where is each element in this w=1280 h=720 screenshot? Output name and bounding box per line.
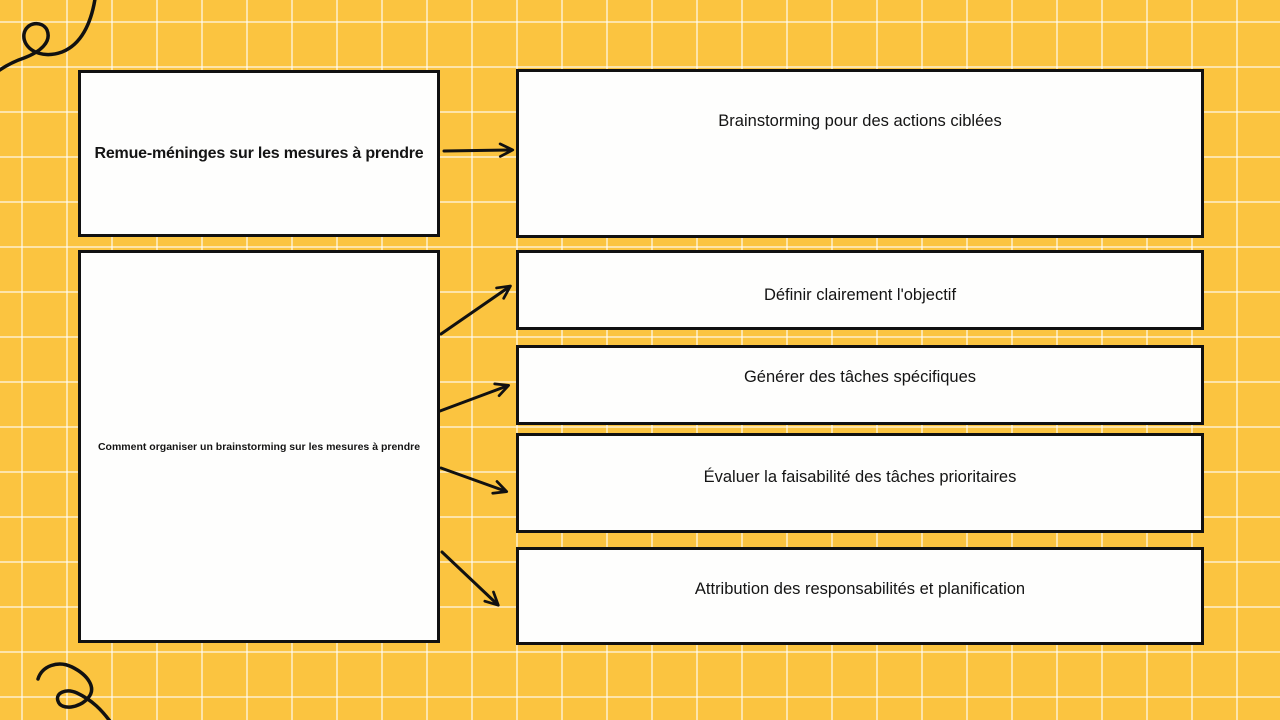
- step-box-4-label: Évaluer la faisabilité des tâches priori…: [703, 468, 1017, 486]
- question-box-label: Comment organiser un brainstorming sur l…: [97, 440, 421, 453]
- step-box-2: Définir clairement l'objectif: [516, 250, 1204, 330]
- arrow-question-to-box3: [438, 382, 511, 413]
- step-box-3: Générer des tâches spécifiques: [516, 345, 1204, 425]
- curl-doodle-bottom-left-icon: [36, 662, 112, 720]
- arrow-question-to-box4: [439, 466, 509, 495]
- curl-doodle-top-left-icon: [0, 0, 97, 72]
- result-box-1-label: Brainstorming pour des actions ciblées: [718, 112, 1002, 130]
- arrow-question-to-box5: [440, 550, 500, 607]
- step-box-2-label: Définir clairement l'objectif: [763, 286, 957, 304]
- result-box-1: Brainstorming pour des actions ciblées: [516, 69, 1204, 238]
- step-box-5-label: Attribution des responsabilités et plani…: [694, 580, 1026, 598]
- arrow-question-to-box2: [439, 284, 512, 336]
- question-box: Comment organiser un brainstorming sur l…: [78, 250, 440, 643]
- step-box-5: Attribution des responsabilités et plani…: [516, 547, 1204, 645]
- title-box: Remue-méninges sur les mesures à prendre: [78, 70, 440, 237]
- step-box-3-label: Générer des tâches spécifiques: [743, 368, 977, 386]
- title-box-label: Remue-méninges sur les mesures à prendre: [94, 144, 424, 162]
- step-box-4: Évaluer la faisabilité des tâches priori…: [516, 433, 1204, 533]
- arrow-title-to-box1: [442, 142, 515, 158]
